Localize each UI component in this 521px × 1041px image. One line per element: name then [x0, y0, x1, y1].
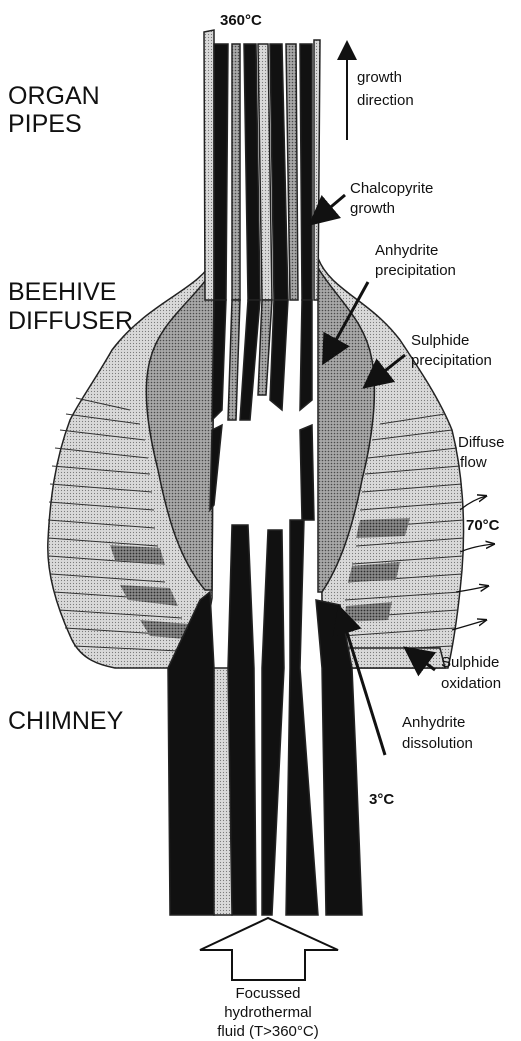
- label-anhydrite-d: Anhydrite: [402, 714, 465, 731]
- label-diffuser: DIFFUSER: [8, 307, 133, 335]
- temp-diffuse: 70°C: [466, 517, 500, 534]
- label-fluid-temp: fluid (T>360°C): [217, 1023, 318, 1040]
- label-direction: direction: [357, 92, 414, 109]
- label-pipes: PIPES: [8, 110, 82, 138]
- label-flow: flow: [460, 454, 487, 471]
- temp-top: 360°C: [220, 12, 262, 29]
- label-chalcopyrite: Chalcopyrite: [350, 180, 433, 197]
- label-sulphide-precip: precipitation: [411, 352, 492, 369]
- organ-pipes: [204, 30, 320, 300]
- label-sulphide-ox: Sulphide: [441, 654, 499, 671]
- label-organ: ORGAN: [8, 82, 100, 110]
- diffuser-pipe-core: [210, 300, 314, 520]
- label-anhydrite-precip: precipitation: [375, 262, 456, 279]
- fluid-input-arrow: [200, 918, 338, 980]
- temp-seawater: 3°C: [369, 791, 394, 808]
- label-diffuse: Diffuse: [458, 434, 504, 451]
- label-oxidation: oxidation: [441, 675, 501, 692]
- label-beehive: BEEHIVE: [8, 278, 116, 306]
- label-growth: growth: [357, 69, 402, 86]
- label-chimney: CHIMNEY: [8, 707, 124, 735]
- label-chalcopyrite-growth: growth: [350, 200, 395, 217]
- label-focussed: Focussed: [235, 985, 300, 1002]
- label-dissolution: dissolution: [402, 735, 473, 752]
- label-sulphide: Sulphide: [411, 332, 469, 349]
- label-anhydrite: Anhydrite: [375, 242, 438, 259]
- label-hydrothermal: hydrothermal: [224, 1004, 312, 1021]
